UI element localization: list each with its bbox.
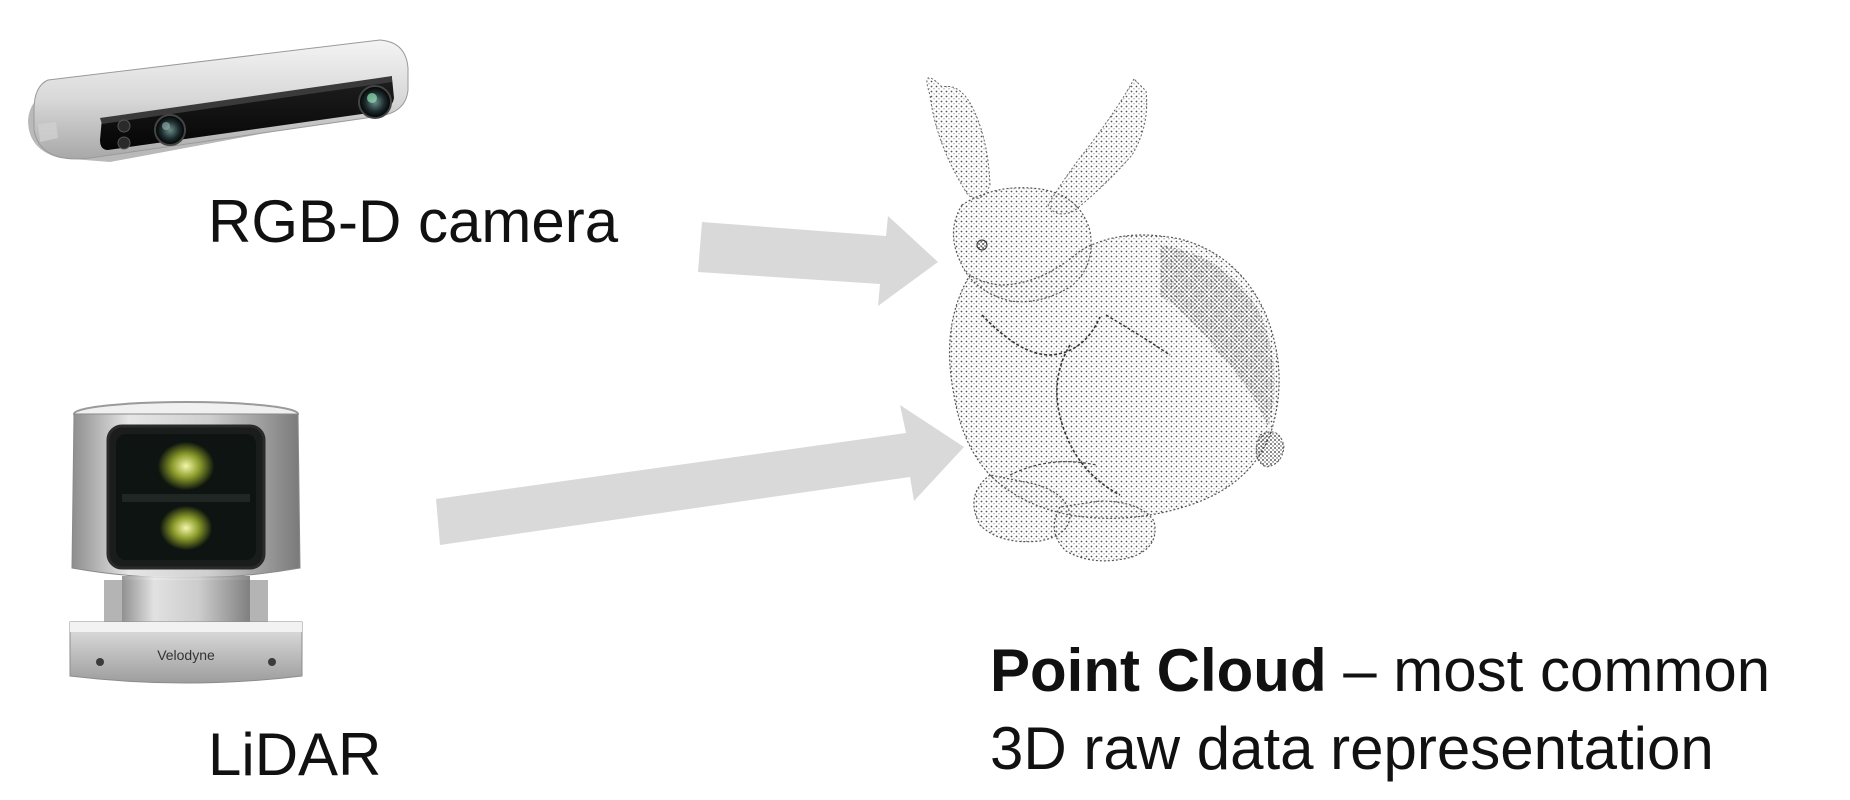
lidar-sensor-icon: Velodyne xyxy=(69,401,303,684)
point-cloud-caption: Point Cloud – most common 3D raw data re… xyxy=(990,632,1770,788)
arrow-top-shape xyxy=(698,216,938,306)
caption-line-1: Point Cloud – most common xyxy=(990,632,1770,710)
arrow-bottom-shape xyxy=(436,405,964,545)
caption-line-2: 3D raw data representation xyxy=(990,715,1714,782)
arrow-lidar-to-pointcloud xyxy=(436,405,964,545)
rgbd-camera-icon xyxy=(28,39,409,162)
lidar-brand-mark: Velodyne xyxy=(157,647,215,663)
point-cloud-bunny-icon xyxy=(870,55,1450,635)
rgbd-camera-label: RGB-D camera xyxy=(208,188,619,255)
lidar-label: LiDAR xyxy=(208,721,382,788)
caption-bold-term: Point Cloud xyxy=(990,637,1327,704)
caption-rest: – most common xyxy=(1326,637,1771,704)
bunny-point-cloud xyxy=(926,77,1285,562)
arrow-camera-to-pointcloud xyxy=(698,216,938,306)
